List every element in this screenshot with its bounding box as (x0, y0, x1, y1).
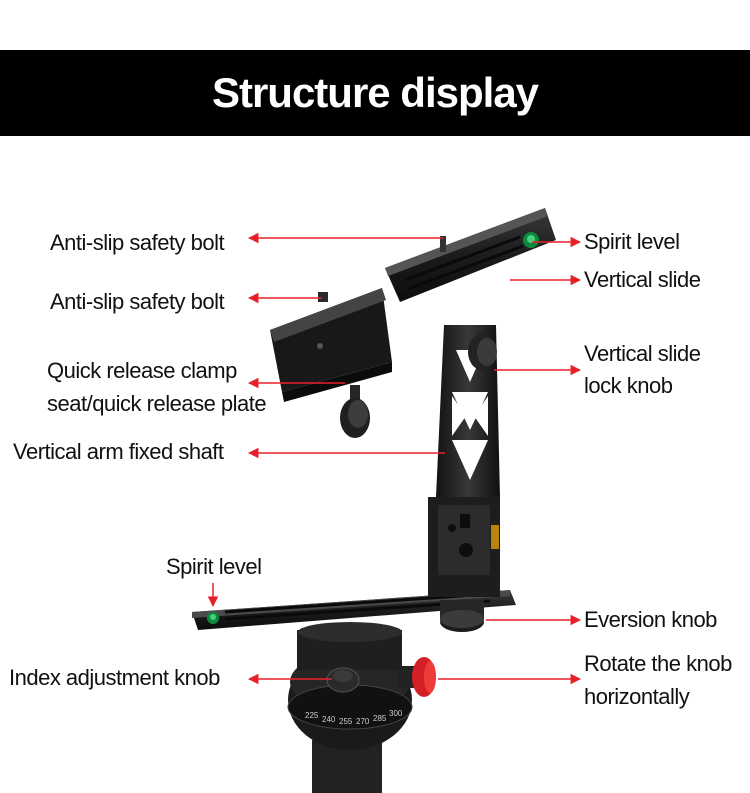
dial-tick: 270 (356, 717, 370, 726)
vertical-slide-rail (385, 208, 556, 302)
panning-dial: 225 240 255 270 285 300 (287, 684, 413, 730)
index-knob (326, 667, 360, 693)
page-title: Structure display (211, 69, 539, 116)
label-index-knob: Index adjustment knob (9, 665, 220, 690)
dial-tick: 300 (389, 709, 403, 718)
dial-tick: 240 (322, 715, 336, 724)
dial-tick: 225 (305, 711, 319, 720)
title-bar: Structure display (0, 50, 750, 136)
label-slide-lock-line2: lock knob (584, 373, 673, 398)
label-rotate-knob-line2: horizontally (584, 684, 690, 709)
eversion-knob (440, 600, 484, 632)
dial-tick: 255 (339, 717, 353, 726)
label-spirit-level-top: Spirit level (584, 229, 680, 254)
clamp-knob (340, 385, 370, 438)
label-anti-slip-bolt-top: Anti-slip safety bolt (50, 230, 225, 255)
label-quick-release-line1: Quick release clamp (47, 358, 237, 383)
callout-arrows (207, 232, 582, 685)
quick-release-clamp (270, 288, 392, 402)
dial-tick: 285 (373, 714, 387, 723)
label-quick-release-line2: seat/quick release plate (47, 391, 267, 416)
label-slide-lock-line1: Vertical slide (584, 341, 701, 366)
label-anti-slip-bolt-bottom: Anti-slip safety bolt (50, 289, 225, 314)
arm-clamp (428, 497, 500, 597)
label-arm-fixed-shaft: Vertical arm fixed shaft (13, 439, 224, 464)
label-vertical-slide: Vertical slide (584, 267, 701, 292)
label-rotate-knob-line1: Rotate the knob (584, 651, 732, 676)
label-eversion-knob: Eversion knob (584, 607, 717, 632)
label-spirit-level-bottom: Spirit level (166, 554, 262, 579)
rotate-knob (398, 657, 436, 697)
slide-lock-knob (468, 334, 497, 370)
